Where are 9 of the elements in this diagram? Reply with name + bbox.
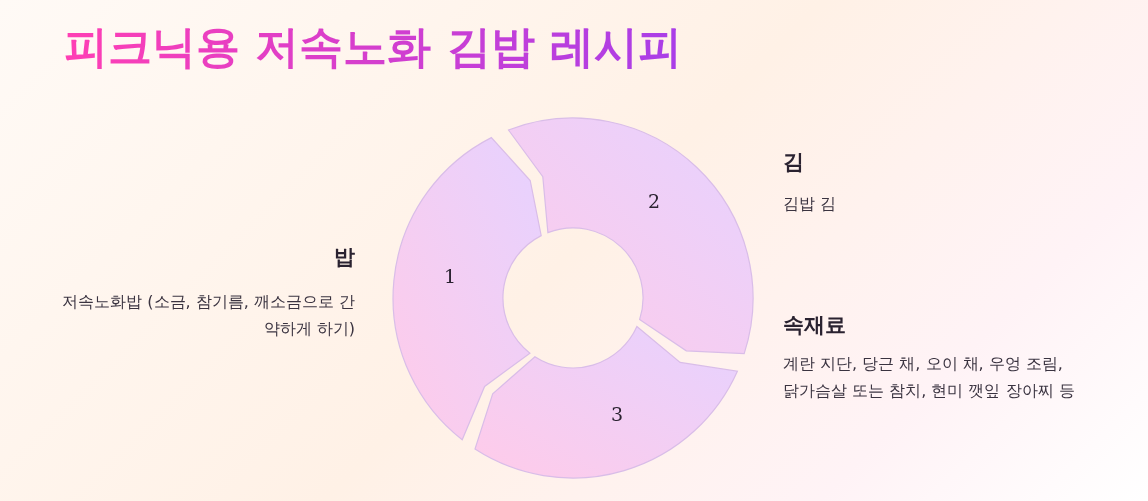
section-heading: 김 (783, 149, 804, 176)
section-heading: 밥 (334, 244, 355, 271)
description-text: 계란 지단, 당근 채, 오이 채, 우엉 조림, 닭가슴살 또는 참치, 현미 깻잎 장아찌 등 (783, 353, 1076, 402)
description-text: 김밥 김 (783, 193, 838, 215)
description-text: 저속노화밥 (소금, 참기름, 깨소금으로 간 약하게 하기) (61, 291, 355, 340)
cycle-segment: 1 (392, 137, 542, 441)
cycle-segment: 3 (474, 325, 738, 479)
cycle-segment: 2 (507, 117, 754, 355)
section-heading: 속재료 (783, 312, 846, 339)
